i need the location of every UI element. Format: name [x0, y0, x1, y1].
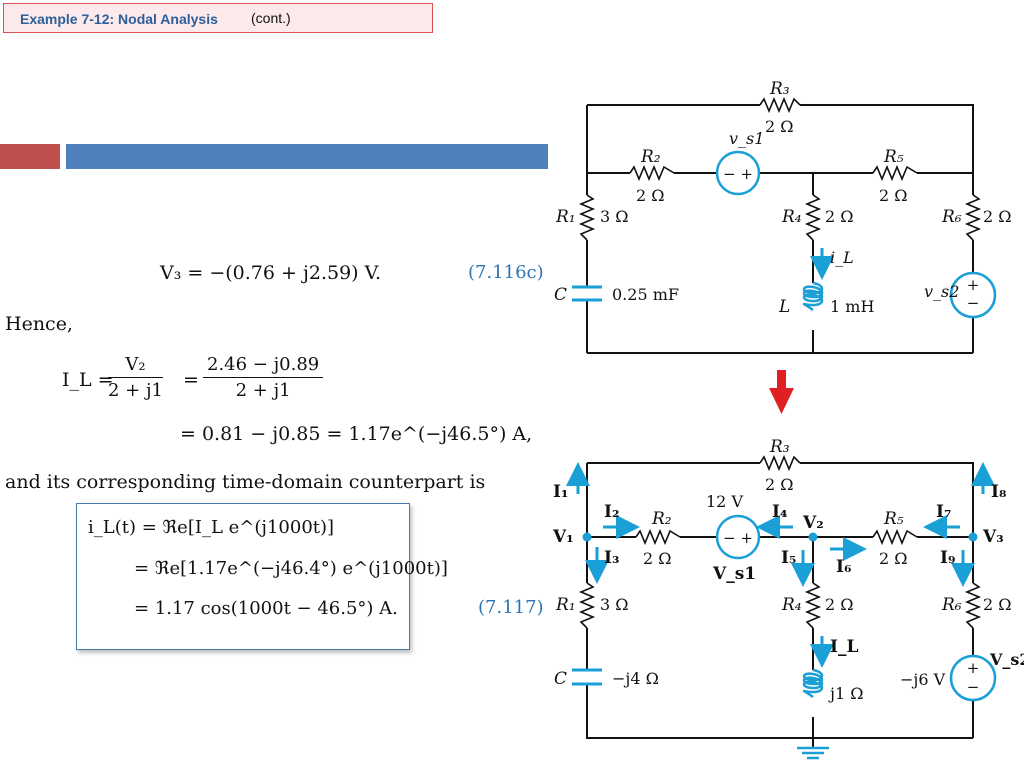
equation-il-lhs: I_L = [62, 369, 114, 391]
label-i3: I₃ [604, 548, 619, 568]
label-r4-value: 2 Ω [825, 207, 854, 226]
label-v1: V₁ [552, 527, 574, 547]
label-i9: I₉ [940, 548, 955, 568]
answer-line-2: = ℜe[1.17e^(−j46.4°) e^(j1000t)] [134, 558, 448, 579]
label-r4: R₄ [781, 207, 802, 227]
label-r5: R₅ [883, 509, 904, 529]
label-v3: V₃ [982, 527, 1004, 547]
fraction-numerator: 2.46 − j0.89 [207, 354, 320, 375]
capacitor-icon [572, 668, 602, 686]
label-v6: −j6 V [900, 670, 946, 689]
resistor-icon [578, 454, 982, 629]
label-il: I_L [830, 637, 858, 657]
equation-number-7117: (7.117) [478, 597, 544, 618]
inductor-icon [802, 668, 824, 699]
label-r3-value: 2 Ω [765, 475, 794, 494]
svg-text:− +: − + [723, 165, 753, 183]
label-r2-value: 2 Ω [636, 186, 665, 205]
label-i4: I₄ [772, 502, 787, 522]
answer-box: i_L(t) = ℜe[I_L e^(j1000t)] = ℜe[1.17e^(… [76, 503, 448, 650]
current-arrow-icon [566, 462, 995, 668]
label-r2: R₂ [640, 147, 661, 167]
fraction-denominator: 2 + j1 [235, 380, 291, 401]
slide-title: Example 7-12: Nodal Analysis [20, 11, 218, 27]
label-r6: R₆ [941, 595, 962, 615]
label-r1-value: 3 Ω [600, 207, 629, 226]
label-l-value: j1 Ω [828, 684, 864, 703]
text-time-domain-intro: and its corresponding time-domain counte… [5, 471, 486, 493]
label-i1: I₁ [553, 482, 568, 502]
label-i7: I₇ [936, 502, 951, 522]
svg-text:−: − [967, 294, 980, 312]
label-c: C [554, 285, 567, 305]
label-r3-value: 2 Ω [765, 117, 794, 136]
equation-number-7116c: (7.116c) [468, 262, 544, 283]
label-r4-value: 2 Ω [825, 595, 854, 614]
label-r3: R₃ [769, 437, 790, 457]
capacitor-icon [572, 285, 602, 302]
label-c-value: 0.25 mF [612, 285, 679, 304]
label-c-value: −j4 Ω [612, 669, 659, 688]
label-i5: I₅ [781, 548, 796, 568]
node-v3-icon [968, 532, 978, 542]
slide-title-box: Example 7-12: Nodal Analysis (cont.) [3, 3, 433, 33]
ground-icon [797, 746, 829, 760]
label-i2: I₂ [604, 502, 619, 522]
decor-bar-red [0, 144, 60, 169]
label-r3: R₃ [769, 79, 790, 99]
svg-text:− +: − + [723, 529, 753, 547]
equation-v3: V₃ = −(0.76 + j2.59) V. [160, 262, 382, 284]
fraction-v2-over-z: V₂ 2 + j1 [108, 354, 164, 401]
label-r6: R₆ [941, 207, 962, 227]
svg-text:−: − [967, 678, 980, 696]
node-v2-icon [808, 532, 818, 542]
svg-text:+: + [967, 276, 980, 294]
text-hence: Hence, [5, 313, 73, 335]
slide-title-cont: (cont.) [251, 10, 291, 26]
equation-il-result: = 0.81 − j0.85 = 1.17e^(−j46.5°) A, [180, 423, 533, 445]
label-r6-value: 2 Ω [983, 595, 1012, 614]
label-vs1: v_s1 [729, 129, 764, 148]
answer-line-1: i_L(t) = ℜe[I_L e^(j1000t)] [88, 517, 335, 538]
fraction-numerator: V₂ [125, 354, 146, 375]
inductor-icon [802, 281, 824, 312]
equation-equals: = [183, 369, 199, 391]
fraction-values: 2.46 − j0.89 2 + j1 [203, 354, 324, 401]
label-r1: R₁ [555, 595, 576, 615]
label-vs1: V_s1 [712, 564, 756, 584]
label-r4: R₄ [781, 595, 802, 615]
label-r1-value: 3 Ω [600, 595, 629, 614]
down-arrow-icon [769, 370, 794, 414]
resistor-icon [578, 96, 982, 241]
voltage-source-icon [715, 150, 761, 196]
label-vs2: v_s2 [924, 282, 959, 301]
label-12v: 12 V [706, 492, 743, 511]
voltage-source-icon [949, 654, 997, 702]
label-r5-value: 2 Ω [879, 186, 908, 205]
node-v1-icon [582, 532, 592, 542]
answer-line-3: = 1.17 cos(1000t − 46.5°) A. [134, 598, 398, 619]
label-r2-value: 2 Ω [643, 549, 672, 568]
voltage-source-icon [949, 271, 997, 319]
label-r5-value: 2 Ω [879, 549, 908, 568]
label-il: i_L [830, 248, 854, 267]
label-r5: R₅ [883, 147, 904, 167]
label-l-value: 1 mH [830, 297, 874, 316]
circuit-bottom [586, 462, 974, 748]
label-r1: R₁ [555, 207, 576, 227]
label-r6-value: 2 Ω [983, 207, 1012, 226]
label-l: L [778, 297, 790, 317]
label-i6: I₆ [836, 557, 851, 577]
label-c: C [554, 669, 567, 689]
label-r2: R₂ [651, 509, 672, 529]
decor-bar-blue [66, 144, 548, 169]
fraction-denominator: 2 + j1 [108, 380, 164, 401]
svg-text:+: + [967, 659, 980, 677]
circuit-diagrams: − + + − R₃ 2 Ω v_s1 R₂ 2 Ω R₅ 2 Ω R₁ 3 Ω… [552, 79, 1024, 760]
label-vs2: V_s2 [989, 650, 1024, 669]
label-i8: I₈ [991, 482, 1006, 502]
label-v2: V₂ [802, 513, 824, 533]
